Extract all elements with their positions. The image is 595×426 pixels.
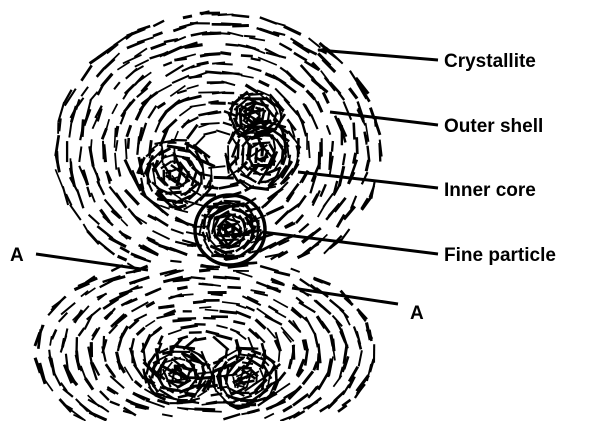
- inner-core-label: Inner core: [444, 180, 536, 201]
- crystallite-label: Crystallite: [444, 51, 536, 72]
- a-left-leader: [36, 254, 148, 270]
- inner-core-leader: [298, 172, 438, 188]
- a-left-label: A: [10, 245, 24, 266]
- fine-particle-label: Fine particle: [444, 245, 556, 266]
- fine-particle-leader: [262, 232, 438, 254]
- lower-particle-outer-shell: [35, 265, 374, 421]
- outer-shell-label: Outer shell: [444, 116, 543, 137]
- a-right-label: A: [410, 303, 424, 324]
- outer-shell-leader: [330, 112, 438, 125]
